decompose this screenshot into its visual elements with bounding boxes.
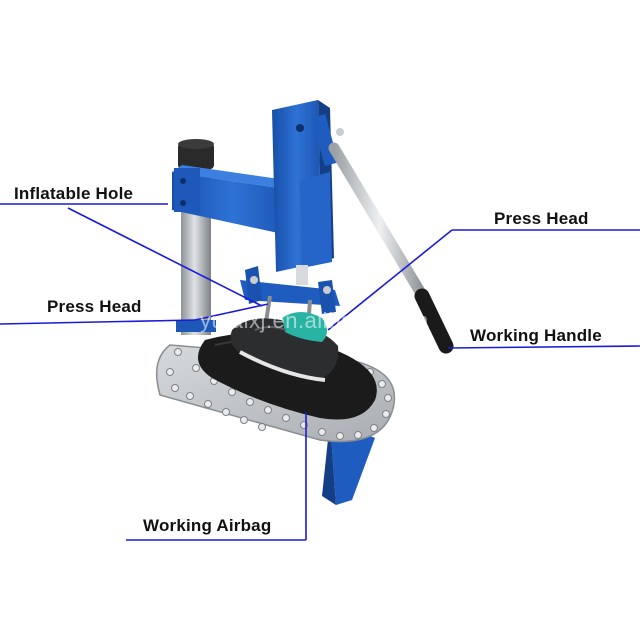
pointer-inflatable-hole-diagonal [67,207,263,307]
pointer-press-head-left [0,319,196,325]
pointer-press-head-left-diagonal [194,303,269,321]
sneaker [230,312,339,382]
blue-arm [172,165,300,236]
label-working-handle: Working Handle [470,326,602,345]
press-head [240,266,340,329]
label-inflatable-hole: Inflatable Hole [14,184,134,203]
working-handle [311,114,454,354]
pointer-working-handle [447,345,640,349]
label-press-head-left: Press Head [47,297,142,316]
label-working-airbag: Working Airbag [143,516,272,535]
pointer-lines [0,203,640,541]
watermark-text: yutaixj.en.alibaba.com [200,308,429,333]
pointer-press-head-right-diagonal [327,229,453,331]
label-press-head-right: Press Head [494,209,589,228]
